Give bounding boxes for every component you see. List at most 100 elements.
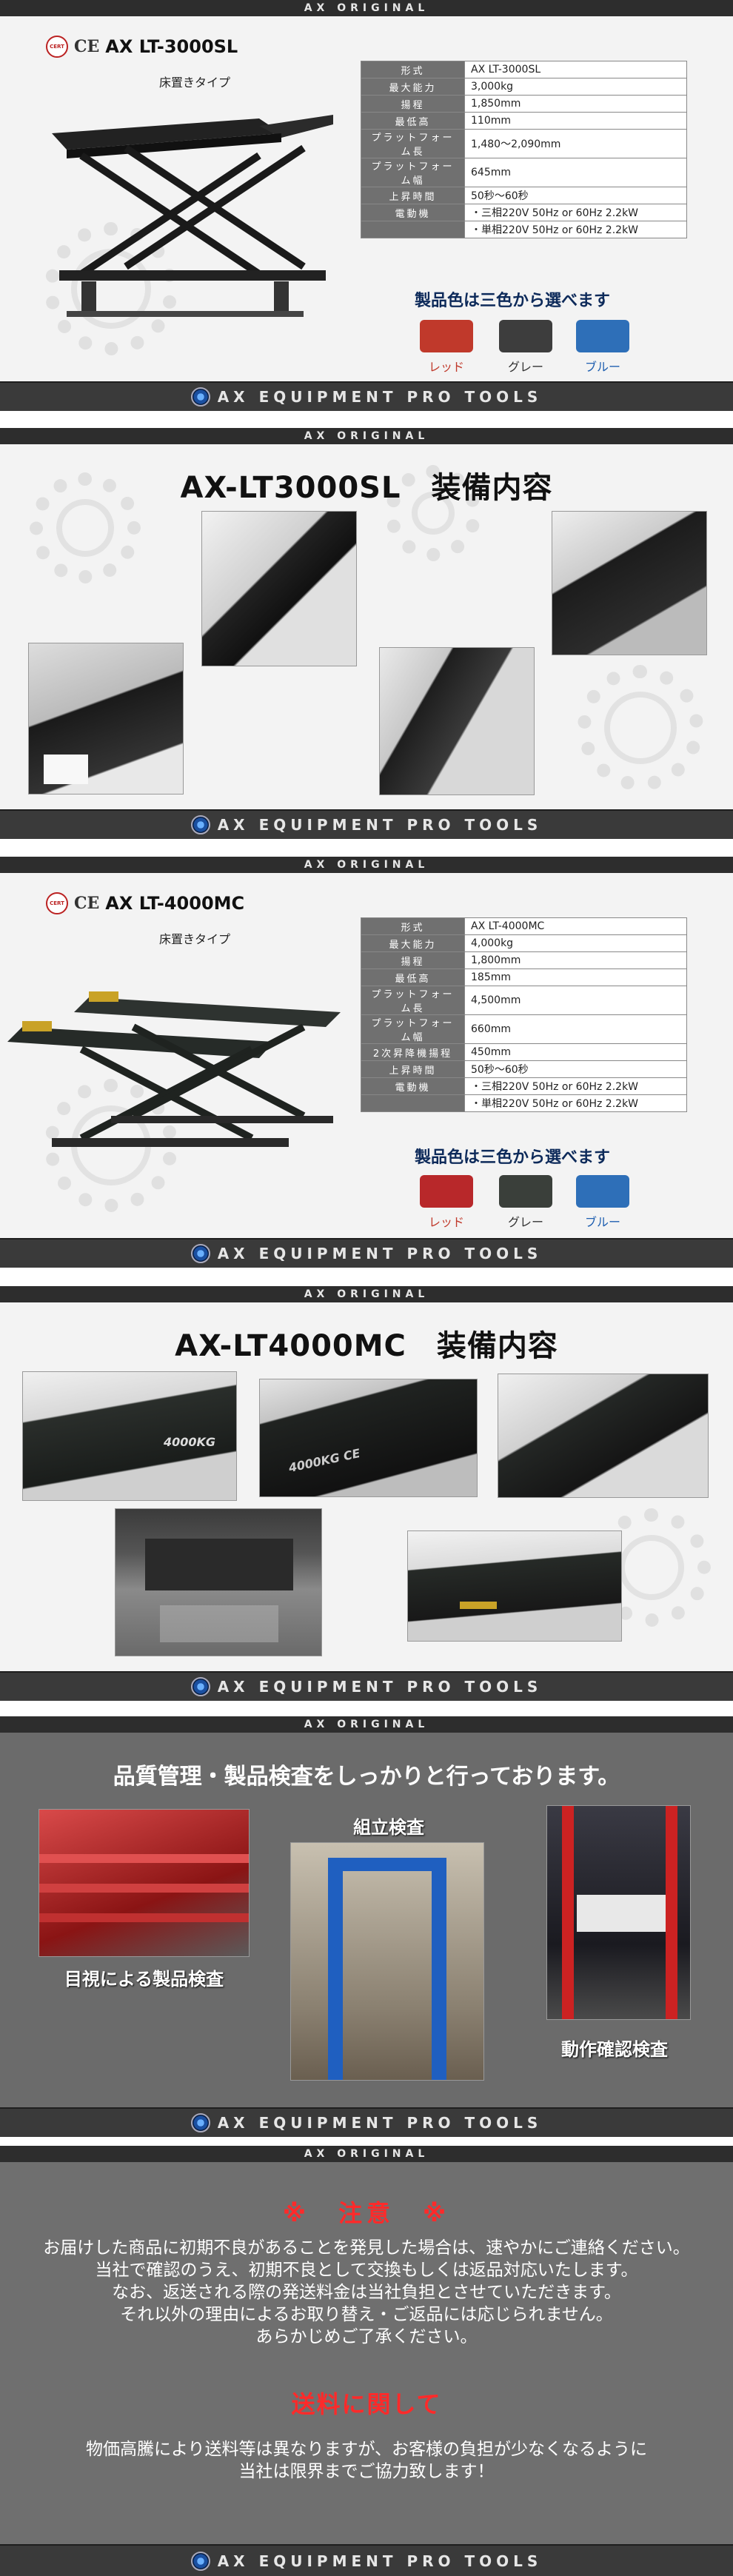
spec-value: ・三相220V 50Hz or 60Hz 2.2kW <box>464 1077 687 1095</box>
color-swatch-gray[interactable] <box>499 1175 552 1208</box>
equipment-panel-lt3000sl: AX ORIGINAL AX-LT3000SL 装備内容 AX EQUIPMEN… <box>0 428 733 839</box>
lift-image-lt3000sl <box>52 115 333 317</box>
top-band-text: AX ORIGINAL <box>304 430 429 442</box>
bottom-band-text: AX EQUIPMENT PRO TOOLS <box>217 388 543 406</box>
spec-value: 110mm <box>464 112 687 130</box>
bottom-band-text: AX EQUIPMENT PRO TOOLS <box>217 816 543 834</box>
equipment-photo-frame <box>379 647 535 795</box>
equipment-photo-scissor-arm <box>201 511 357 666</box>
bottom-band-text: AX EQUIPMENT PRO TOOLS <box>217 1678 543 1696</box>
spec-value: ・単相220V 50Hz or 60Hz 2.2kW <box>464 1094 687 1112</box>
spec-value: 1,850mm <box>464 95 687 113</box>
equipment-photo-secondary-lift <box>407 1530 622 1642</box>
spec-value: ・三相220V 50Hz or 60Hz 2.2kW <box>464 204 687 221</box>
model-name: AX LT-4000MC <box>105 893 245 914</box>
top-band-text: AX ORIGINAL <box>304 2148 429 2160</box>
notice-line: 当社で確認のうえ、初期不良として交換もしくは返品対応いたします。 <box>95 2261 638 2280</box>
ce-mark: CE <box>74 894 100 913</box>
color-label-blue: ブルー <box>584 360 620 374</box>
qc-photo-operation <box>546 1805 691 2020</box>
bottom-band: AX EQUIPMENT PRO TOOLS <box>0 1238 733 1268</box>
spec-value: 450mm <box>464 1043 687 1061</box>
qc-title: 品質管理・製品検査をしっかりと行っております。 <box>113 1764 620 1790</box>
capacity-label: 4000KG CE <box>287 1445 362 1476</box>
top-band: AX ORIGINAL <box>0 1716 733 1733</box>
bottom-band-text: AX EQUIPMENT PRO TOOLS <box>217 1245 543 1262</box>
spec-key <box>361 1094 465 1112</box>
spec-value: AX LT-4000MC <box>464 917 687 935</box>
spec-key: 形式 <box>361 61 465 78</box>
model-header: CERT CE AX LT-4000MC <box>46 892 244 914</box>
equipment-photo-control-box <box>115 1508 322 1656</box>
cert-seal-text: CERT <box>50 44 64 50</box>
color-swatch-blue[interactable] <box>576 1175 629 1208</box>
spec-value: 1,480～2,090mm <box>464 129 687 158</box>
color-swatch-gray[interactable] <box>499 320 552 352</box>
color-swatch-red[interactable] <box>420 1175 473 1208</box>
model-subtype: 床置きタイプ <box>159 932 231 946</box>
spec-key: 最大能力 <box>361 78 465 96</box>
model-name: AX LT-3000SL <box>105 36 238 57</box>
gear-decoration-icon <box>578 665 703 791</box>
equipment-panel-lt4000mc: AX ORIGINAL AX-LT4000MC 装備内容 4000KG 4000… <box>0 1286 733 1701</box>
qc-caption-visual: 目視による製品検査 <box>64 1969 224 1990</box>
color-options-title: 製品色は三色から選べます <box>415 1148 611 1167</box>
brand-logo-icon <box>190 387 210 407</box>
spec-value: 3,000kg <box>464 78 687 96</box>
spec-key: 揚程 <box>361 951 465 969</box>
lift-image-lt4000mc <box>7 991 341 1147</box>
model-header: CERT CE AX LT-3000SL <box>46 36 238 58</box>
spec-key: 上昇時間 <box>361 187 465 204</box>
equipment-photo-ramp <box>498 1374 709 1498</box>
cert-seal-icon: CERT <box>46 892 68 914</box>
notice-line: あらかじめご了承ください。 <box>255 2327 478 2346</box>
quality-control-panel: AX ORIGINAL 品質管理・製品検査をしっかりと行っております。 目視によ… <box>0 1716 733 2137</box>
spec-value: 645mm <box>464 158 687 187</box>
equipment-photo-lift-overview: 4000KG <box>22 1371 237 1501</box>
bottom-band: AX EQUIPMENT PRO TOOLS <box>0 2107 733 2137</box>
product-panel-lt4000mc: AX ORIGINAL CERT CE AX LT-4000MC 床置きタイプ … <box>0 857 733 1268</box>
shipping-line: 当社は限界までご協力致します！ <box>238 2462 495 2481</box>
color-label-red: レッド <box>428 1215 464 1229</box>
brand-logo-icon <box>190 2113 210 2132</box>
color-label-blue: ブルー <box>584 1215 620 1229</box>
notice-line: なお、返送される際の発送料金は当社負担とさせていただきます。 <box>112 2283 621 2302</box>
spec-key: 最低高 <box>361 968 465 986</box>
qc-caption-operation: 動作確認検査 <box>561 2039 668 2060</box>
spec-key: プラットフォーム幅 <box>361 158 465 187</box>
spec-value: 50秒～60秒 <box>464 187 687 204</box>
spec-key: 上昇時間 <box>361 1060 465 1078</box>
color-swatch-blue[interactable] <box>576 320 629 352</box>
equipment-photo-rubber-pad <box>28 643 184 794</box>
color-label-red: レッド <box>428 360 464 374</box>
top-band: AX ORIGINAL <box>0 2146 733 2162</box>
spec-key: 電動機 <box>361 204 465 221</box>
qc-photo-assembly <box>290 1842 484 2081</box>
spec-value: 4,000kg <box>464 934 687 952</box>
spec-value: AX LT-3000SL <box>464 61 687 78</box>
qc-photo-visual-inspection <box>39 1809 250 1957</box>
bottom-band: AX EQUIPMENT PRO TOOLS <box>0 1671 733 1701</box>
model-subtype: 床置きタイプ <box>159 76 231 90</box>
equipment-photo-platform: 4000KG CE <box>259 1379 478 1497</box>
top-band: AX ORIGINAL <box>0 1286 733 1302</box>
spec-value: ・単相220V 50Hz or 60Hz 2.2kW <box>464 221 687 238</box>
top-band-text: AX ORIGINAL <box>304 1288 429 1300</box>
notice-line: それ以外の理由によるお取り替え・ご返品には応じられません。 <box>120 2305 613 2324</box>
cert-seal-icon: CERT <box>46 36 68 58</box>
bottom-band: AX EQUIPMENT PRO TOOLS <box>0 809 733 839</box>
color-swatch-red[interactable] <box>420 320 473 352</box>
top-band: AX ORIGINAL <box>0 857 733 873</box>
bottom-band: AX EQUIPMENT PRO TOOLS <box>0 2544 733 2576</box>
